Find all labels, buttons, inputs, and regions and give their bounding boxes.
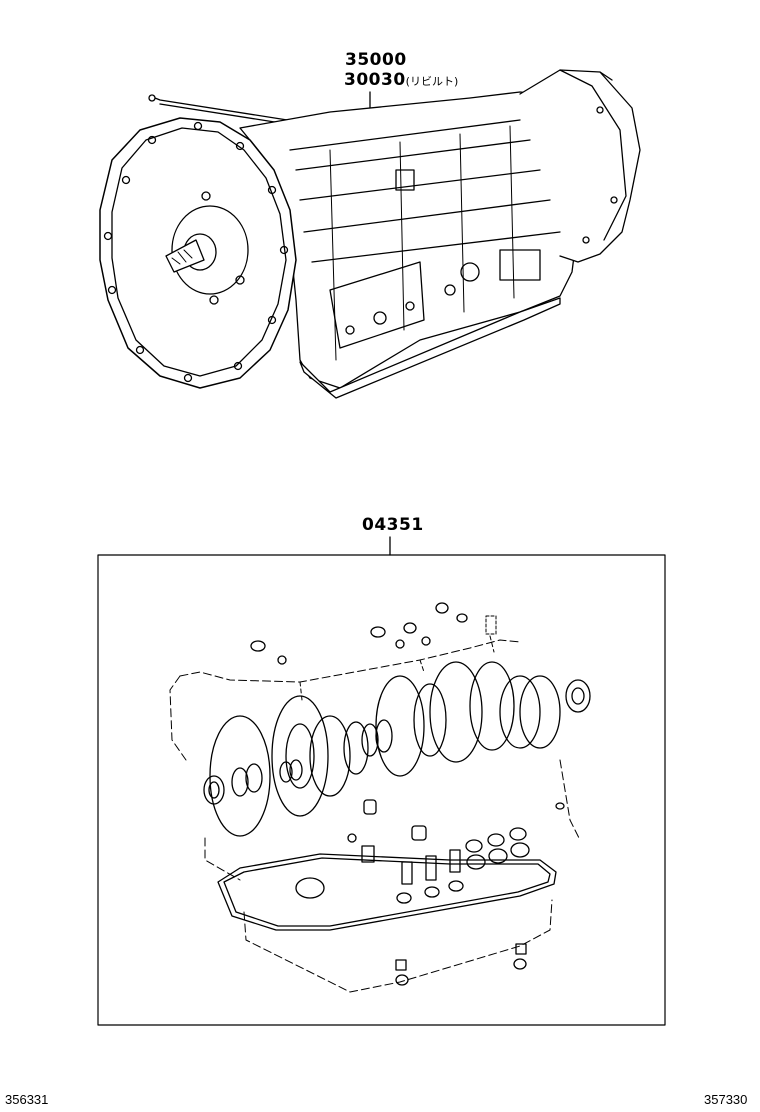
extension-housing (520, 70, 640, 262)
extension-housing-ribs (560, 70, 626, 240)
case-ribs (290, 120, 560, 262)
case-boss (396, 170, 414, 190)
case-fitting (445, 285, 455, 295)
small-o-rings-top (251, 603, 496, 664)
oil-pan (300, 298, 560, 398)
valve-body-bolt (374, 312, 386, 324)
drain-plug-gaskets (396, 944, 526, 985)
case-outline-dashed (205, 760, 580, 880)
left-reference-number: 356331 (5, 1092, 49, 1107)
extension-bolt (583, 237, 589, 243)
rebuilt-note: (リビルト) (405, 75, 459, 88)
kit-frame (98, 555, 665, 1025)
converter-bolt (210, 296, 218, 304)
seal-leaders (300, 636, 494, 700)
converter-bolt (202, 192, 210, 200)
case-outline-dashed (180, 640, 520, 682)
clutch-piston-seals (210, 662, 590, 836)
extension-bolt (597, 107, 603, 113)
solenoid-connector (461, 263, 479, 281)
valve-body-cover (330, 262, 424, 348)
shaft-seal-rings (204, 720, 392, 804)
misc-seals-and-plugs (348, 800, 564, 903)
dipstick-handle (149, 95, 155, 101)
oil-pan-gasket (218, 854, 556, 930)
input-shaft (166, 240, 204, 272)
filter-seal (296, 878, 324, 898)
oil-pan-gasket-inner (224, 858, 550, 926)
valve-body-bolt (346, 326, 354, 334)
solenoid-housing (500, 250, 540, 280)
torque-converter-face (172, 206, 248, 294)
case-webs (330, 126, 514, 360)
converter-bolt (236, 276, 244, 284)
part-number-04351[interactable]: 04351 (362, 515, 424, 535)
input-shaft-splines (172, 250, 192, 264)
part-number-35000[interactable]: 35000 (345, 50, 407, 70)
extension-bolt (611, 197, 617, 203)
pan-outline-dashed (244, 900, 552, 992)
bellhousing-inner-rim (112, 128, 286, 376)
transmission-assembly-illustration[interactable] (100, 70, 640, 398)
bellhousing-bolts (105, 123, 288, 382)
overhaul-kit-group[interactable] (98, 537, 665, 1025)
case-outline-dashed (170, 676, 186, 760)
valve-body-bolt (406, 302, 414, 310)
part-number-30030-code: 30030 (344, 70, 406, 90)
part-number-30030[interactable]: 30030(リビルト) (344, 72, 458, 89)
right-reference-number: 357330 (704, 1092, 748, 1107)
